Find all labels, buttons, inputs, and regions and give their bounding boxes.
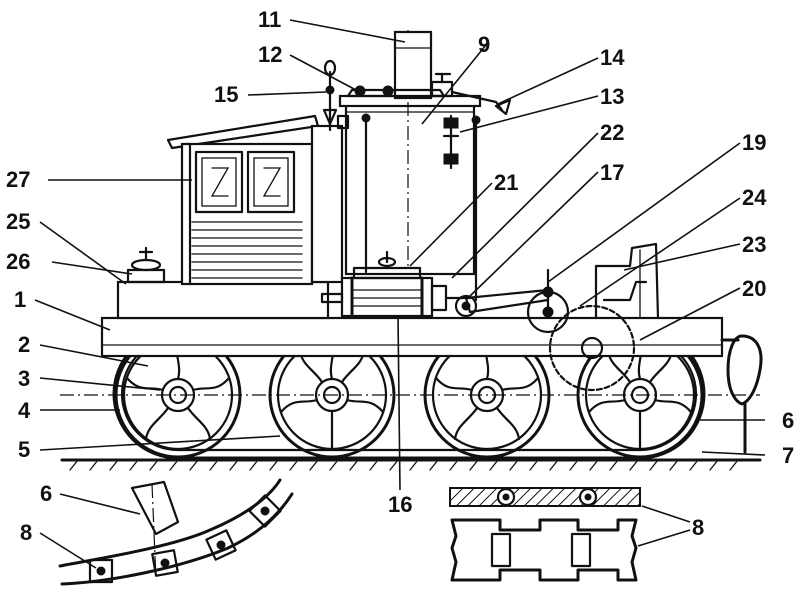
label-4: 4 [18, 398, 31, 423]
callout-labels: 11 12 9 14 15 13 22 19 17 27 21 24 25 23… [6, 7, 794, 545]
label-14: 14 [600, 45, 625, 70]
label-27: 27 [6, 167, 30, 192]
label-12: 12 [258, 42, 282, 67]
label-21: 21 [494, 170, 518, 195]
label-3: 3 [18, 366, 30, 391]
track-link-detail-straight [449, 487, 641, 582]
engine-cylinder [320, 250, 472, 318]
label-8-right: 8 [692, 515, 704, 540]
label-11: 11 [258, 7, 281, 32]
coupling-hook [720, 334, 763, 454]
leader-lines [34, 19, 766, 569]
label-17: 17 [600, 160, 624, 185]
label-25: 25 [6, 209, 30, 234]
label-19: 19 [742, 130, 766, 155]
label-13: 13 [600, 84, 624, 109]
track-link-detail-curved [58, 478, 294, 586]
cabin [166, 114, 344, 286]
label-22: 22 [600, 120, 624, 145]
frame [100, 280, 724, 358]
label-15: 15 [214, 82, 238, 107]
label-2: 2 [18, 332, 30, 357]
label-6-right: 6 [782, 408, 794, 433]
label-16: 16 [388, 492, 412, 517]
connecting-rods [454, 268, 554, 318]
label-23: 23 [742, 232, 766, 257]
water-gauge [442, 114, 481, 274]
valve-fitting [126, 246, 166, 284]
label-5: 5 [18, 437, 30, 462]
label-8-left: 8 [20, 520, 32, 545]
driver-seat [594, 242, 660, 320]
label-6-left: 6 [40, 481, 52, 506]
boiler [338, 30, 482, 276]
label-1: 1 [14, 287, 26, 312]
label-26: 26 [6, 249, 30, 274]
label-7: 7 [782, 443, 794, 468]
label-9: 9 [478, 32, 490, 57]
ground [60, 458, 762, 471]
label-24: 24 [742, 185, 767, 210]
label-20: 20 [742, 276, 766, 301]
